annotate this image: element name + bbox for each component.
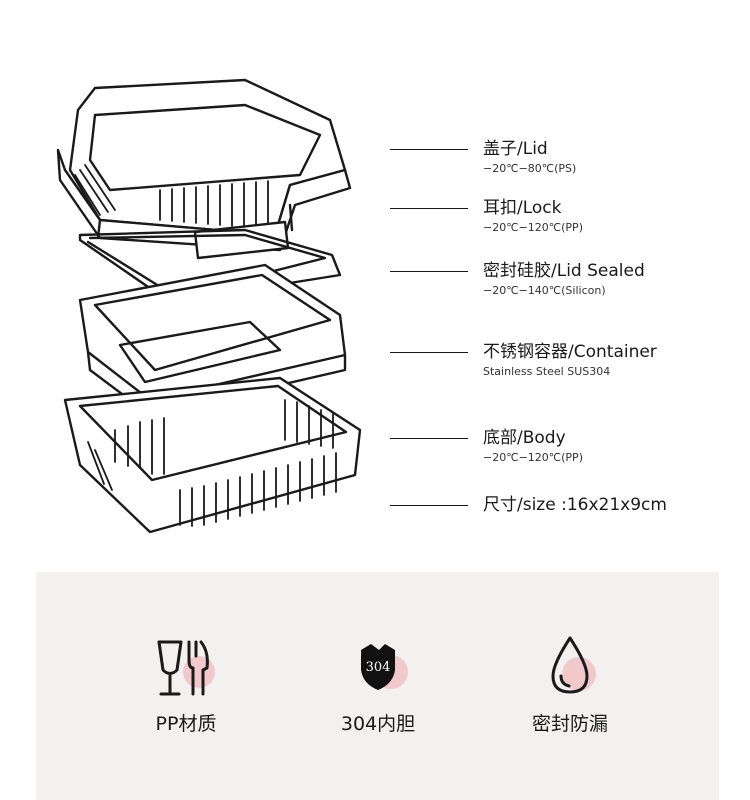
leader-line (390, 505, 468, 506)
body-part (63, 376, 362, 534)
callout-title: 不锈钢容器/Container (483, 342, 657, 362)
feature-label: 密封防漏 (531, 713, 608, 735)
shield-304-badge-icon: 304 (333, 630, 423, 710)
callout-spec: −20℃−120℃(PP) (483, 221, 583, 234)
badge-text: 304 (366, 660, 391, 675)
callout-title: 盖子/Lid (483, 139, 548, 159)
callout-spec: −20℃−120℃(PP) (483, 451, 583, 464)
feature-label: 304内胆 (340, 713, 416, 735)
leader-line (390, 208, 468, 209)
feature-label: PP材质 (155, 713, 217, 735)
lid-part (56, 78, 352, 252)
callout-title: 密封硅胶/Lid Sealed (483, 261, 645, 281)
callout-title: 耳扣/Lock (483, 198, 562, 218)
leader-line (390, 352, 468, 353)
exploded-product-diagram (40, 70, 380, 540)
callout-spec: −20℃−80℃(PS) (483, 162, 577, 175)
water-drop-icon (525, 630, 615, 710)
feature-leak-proof: 密封防漏 (460, 572, 680, 800)
container-part (78, 263, 347, 417)
leader-line (390, 271, 468, 272)
leader-line (390, 438, 468, 439)
callout-title: 底部/Body (483, 428, 566, 448)
seal-part (78, 228, 342, 304)
feature-304-liner: 304 304内胆 (268, 572, 488, 800)
feature-panel: PP材质 304 304内胆 密封防漏 (36, 572, 719, 800)
leader-line (390, 149, 468, 150)
callout-spec: −20℃−140℃(Silicon) (483, 284, 606, 297)
callout-spec: Stainless Steel SUS304 (483, 365, 611, 378)
fork-knife-cup-icon (141, 630, 231, 710)
callout-title: 尺寸/size :16x21x9cm (483, 495, 667, 515)
feature-pp-material: PP材质 (76, 572, 296, 800)
